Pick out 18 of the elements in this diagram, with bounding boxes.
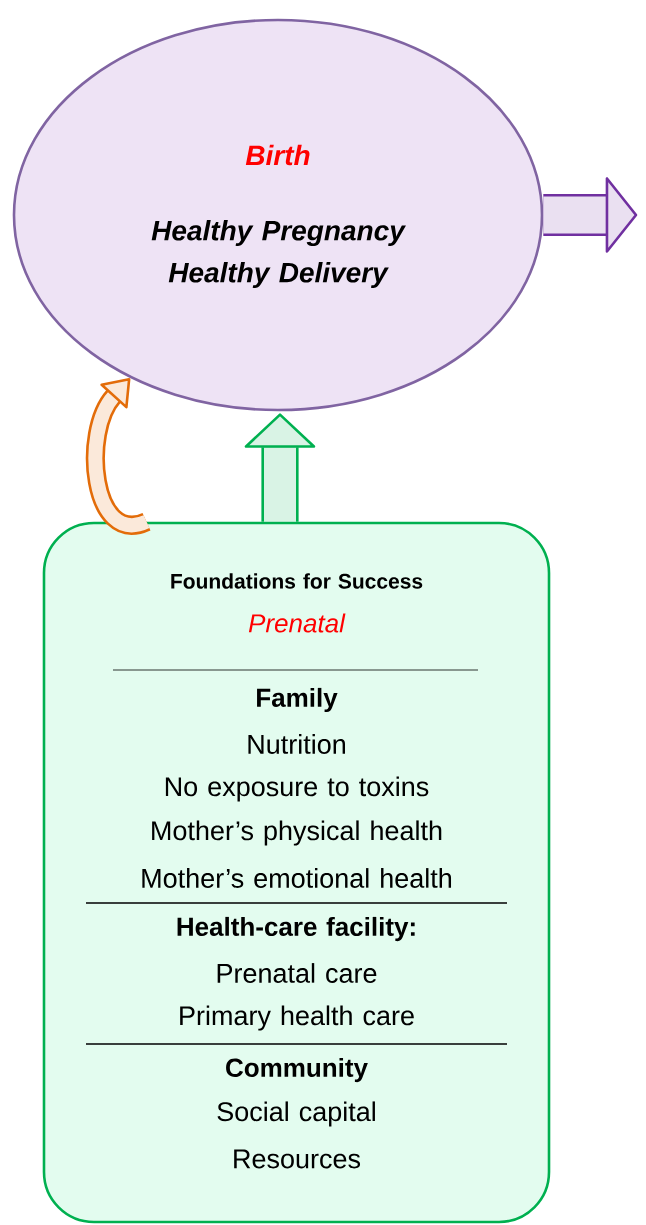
node-text: Family (257, 687, 338, 713)
block-arrow (244, 413, 316, 522)
node-text: Healthy Pregnancy Healthy Delivery (151, 219, 406, 289)
node-text: Nutrition (248, 734, 345, 754)
node-text: Prenatal (248, 613, 346, 633)
node-text: Community (226, 1057, 368, 1083)
node-text: Prenatal care (217, 963, 377, 983)
node-text: Mother’s physical health (152, 820, 442, 846)
node-text: Health-care facility: (177, 916, 415, 942)
node-text: Birth (245, 144, 310, 166)
node-text: No exposure to toxins (165, 776, 429, 802)
node-text: Resources (234, 1149, 361, 1169)
node-text: Mother’s emotional health (142, 868, 451, 888)
curved-arrow (86, 377, 149, 535)
node-text: Foundations for Success (171, 573, 423, 589)
node-text: Primary health care (180, 1005, 414, 1031)
node-text: Social capital (217, 1101, 375, 1127)
block-arrow (543, 177, 638, 253)
